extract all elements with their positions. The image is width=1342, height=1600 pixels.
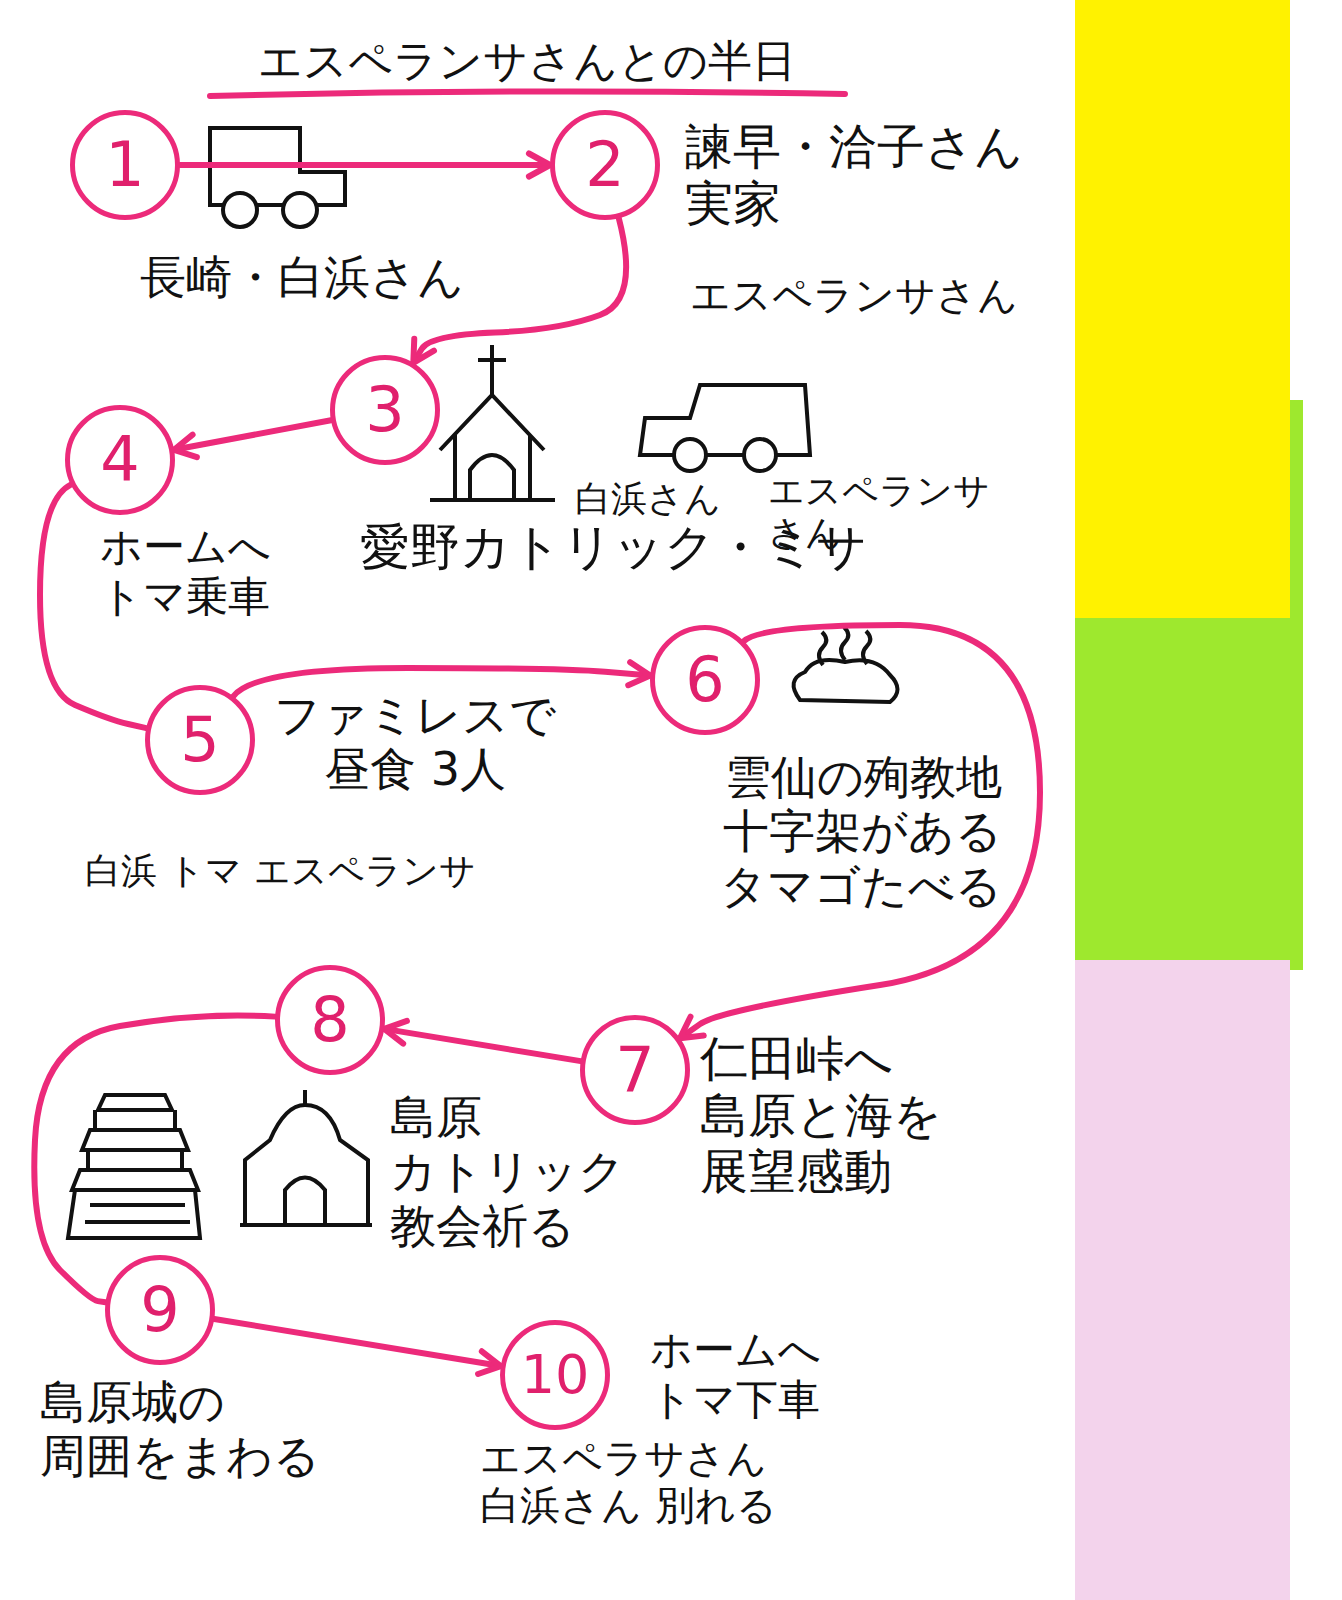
flow-line <box>174 420 331 450</box>
diagram-title: エスペランサさんとの半日 <box>258 32 796 91</box>
annotation-text: ホームへ トマ乗車 <box>100 522 271 621</box>
flow-arrow <box>214 1319 500 1374</box>
step-number: 8 <box>310 989 349 1051</box>
step-circle: 6 <box>650 625 760 735</box>
arrowhead <box>478 1351 501 1374</box>
annotation-text: 白浜さん <box>575 478 721 520</box>
step-circle: 9 <box>105 1255 215 1365</box>
pink-strip <box>1075 960 1290 1600</box>
arrowhead <box>384 1021 407 1044</box>
annotation-text: ファミレスで 昼食 3人 <box>265 688 565 797</box>
annotation-text: 長崎・白浜さん <box>140 250 464 304</box>
annotation-text: エスペランサさん <box>690 272 1018 319</box>
arrowhead <box>628 662 650 685</box>
step-circle: 1 <box>70 110 180 220</box>
title-underline <box>210 91 845 96</box>
step-number: 2 <box>585 134 624 196</box>
annotation-text: 仁田峠へ 島原と海を 展望感動 <box>700 1030 942 1200</box>
annotation-text: 諫早・洽子さん 実家 <box>685 118 1045 231</box>
car-icon <box>210 128 345 227</box>
step-circle: 4 <box>65 405 175 515</box>
step-number: 7 <box>615 1039 654 1101</box>
step-number: 4 <box>100 429 139 491</box>
annotation-text: 雲仙の殉教地 十字架がある タマゴたべる <box>720 750 1002 913</box>
step-number: 3 <box>365 379 404 441</box>
flow-arrow <box>174 420 331 457</box>
annotation-text: ホームへ トマ下車 <box>650 1325 821 1424</box>
annotation-text: 島原城の 周囲をまわる <box>40 1375 320 1484</box>
car-icon <box>640 385 810 471</box>
arrowhead <box>529 153 550 176</box>
step-circle: 10 <box>500 1320 610 1430</box>
flow-line <box>214 1319 500 1366</box>
step-number: 1 <box>105 134 144 196</box>
annotation-text: 白浜 トマ エスペランサ <box>85 850 476 892</box>
step-number: 9 <box>140 1279 179 1341</box>
step-number: 6 <box>685 649 724 711</box>
castle-icon <box>68 1095 200 1238</box>
church-icon <box>240 1090 372 1225</box>
flow-line <box>180 162 550 168</box>
flow-arrow <box>384 1021 580 1061</box>
annotation-text: 島原 カトリック 教会祈る <box>390 1090 625 1253</box>
step-circle: 2 <box>550 110 660 220</box>
arrowhead <box>174 435 197 458</box>
step-number: 5 <box>180 709 219 771</box>
flow-line <box>384 1029 580 1061</box>
step-number: 10 <box>521 1348 590 1402</box>
yellow-strip <box>1075 0 1290 618</box>
step-circle: 7 <box>580 1015 690 1125</box>
arrowhead <box>413 339 434 363</box>
annotation-text: 愛野カトリック・ミサ <box>360 518 867 577</box>
annotation-text: エスペラサさん 白浜さん 別れる <box>480 1435 900 1529</box>
hot-spring-icon <box>794 627 898 702</box>
step-circle: 8 <box>275 965 385 1075</box>
step-circle: 5 <box>145 685 255 795</box>
flow-arrow <box>180 153 550 176</box>
church-icon <box>430 345 555 500</box>
step-circle: 3 <box>330 355 440 465</box>
